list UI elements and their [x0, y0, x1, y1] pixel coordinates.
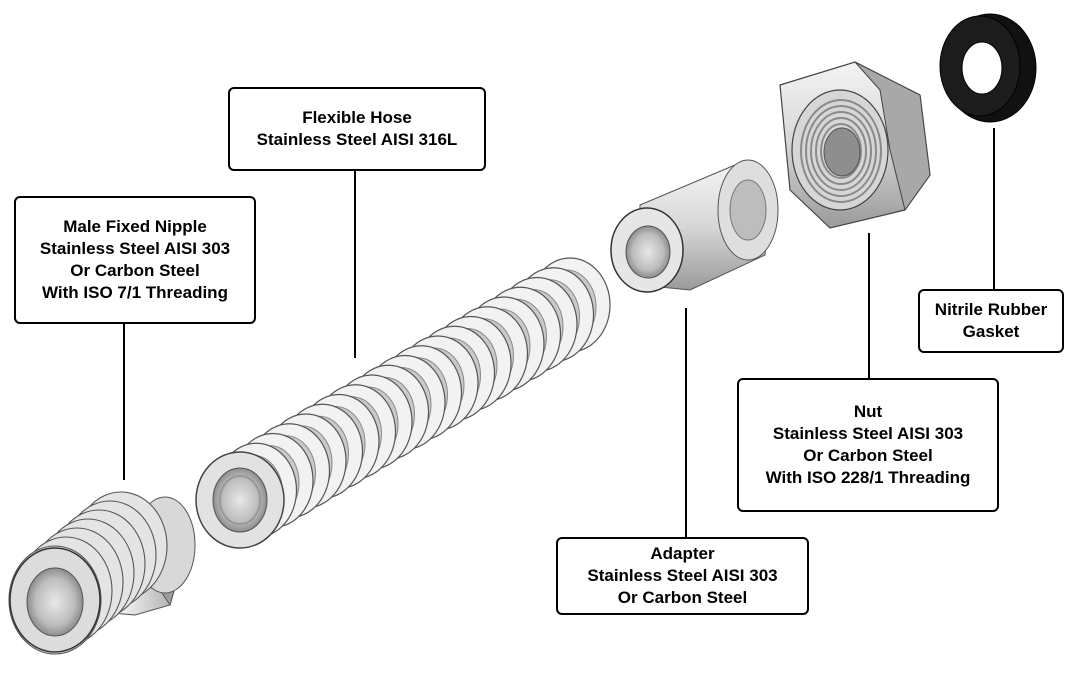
callout-line: Gasket	[962, 322, 1020, 341]
leader-line-male-nipple	[123, 323, 125, 480]
callout-line: Stainless Steel AISI 303	[772, 424, 964, 443]
nut-thread-ring	[815, 117, 867, 185]
callout-line: Or Carbon Steel	[70, 261, 200, 280]
gasket-hole	[961, 41, 1003, 95]
callout-flexible-hose: Flexible Hose Stainless Steel AISI 316L	[228, 87, 486, 171]
callout-line: Adapter	[650, 544, 715, 563]
callout-line: Or Carbon Steel	[803, 446, 933, 465]
nut-thread-ring	[810, 111, 872, 191]
nipple-bore	[26, 567, 84, 637]
callout-line: Stainless Steel AISI 303	[39, 239, 231, 258]
callout-line: Nitrile Rubber	[934, 300, 1048, 319]
callout-line: Or Carbon Steel	[617, 588, 748, 607]
leader-line-flexible-hose	[354, 170, 356, 358]
callout-line: Stainless Steel AISI 303	[587, 566, 778, 585]
callout-adapter: Adapter Stainless Steel AISI 303 Or Carb…	[556, 537, 809, 615]
nut-thread-ring	[800, 99, 882, 203]
nut-thread-ring	[820, 123, 862, 179]
nut-part	[779, 61, 931, 229]
flexible-hose-part	[195, 257, 611, 549]
leader-line-gasket	[993, 128, 995, 290]
callout-line: Flexible Hose	[302, 108, 412, 127]
nut-thread-ring	[805, 105, 877, 197]
callout-line: Nut	[853, 402, 883, 421]
callout-nut: Nut Stainless Steel AISI 303 Or Carbon S…	[737, 378, 999, 512]
callout-male-fixed-nipple: Male Fixed Nipple Stainless Steel AISI 3…	[14, 196, 256, 324]
adapter-bore	[625, 225, 671, 279]
leader-line-adapter	[685, 308, 687, 538]
callout-line: Male Fixed Nipple	[63, 217, 207, 236]
callout-nitrile-gasket: Nitrile Rubber Gasket	[918, 289, 1064, 353]
nut-inner-threads	[800, 99, 882, 203]
male-fixed-nipple-part	[8, 491, 196, 655]
callout-line: With ISO 228/1 Threading	[765, 468, 971, 487]
leader-line-nut	[868, 233, 870, 379]
callout-line: Stainless Steel AISI 316L	[256, 130, 458, 149]
nitrile-gasket-part	[939, 13, 1037, 123]
adapter-part	[610, 159, 779, 293]
callout-line: With ISO 7/1 Threading	[42, 283, 228, 302]
